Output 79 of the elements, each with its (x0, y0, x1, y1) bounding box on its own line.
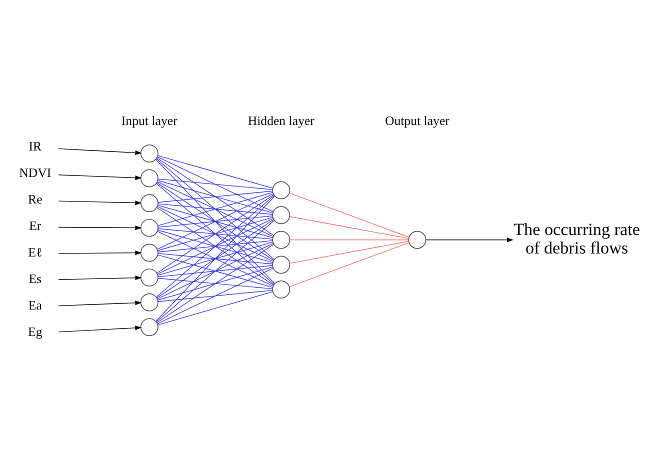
node-circle (140, 144, 158, 162)
connector (156, 219, 274, 298)
node-circle (408, 230, 426, 249)
node-circle (140, 244, 158, 262)
connector (156, 220, 274, 322)
node-text: Er (29, 219, 42, 234)
node-circle (140, 194, 158, 212)
connector (157, 243, 274, 300)
connector (157, 231, 274, 286)
connector (157, 193, 274, 250)
node-text: The occurring rate of debris flows (514, 220, 640, 258)
connector (156, 194, 274, 274)
node-circle (272, 280, 290, 299)
arrow (58, 226, 142, 230)
arrow (426, 238, 514, 242)
connector (158, 203, 273, 215)
connector (158, 178, 273, 190)
connector (156, 158, 274, 236)
arrow (58, 174, 142, 180)
connector (155, 158, 275, 284)
connector (158, 230, 274, 263)
node-circle (272, 256, 290, 274)
connector (156, 158, 274, 260)
connector (158, 278, 273, 290)
connector (158, 291, 274, 326)
arrow (58, 200, 142, 206)
connector (289, 242, 410, 288)
connector (158, 190, 273, 203)
label: Hidden layer (248, 114, 314, 128)
connector (158, 204, 274, 238)
node-text: IR (28, 139, 42, 154)
connector (157, 206, 274, 262)
arrow (58, 148, 142, 156)
node-circle (140, 293, 158, 312)
node-text: Eℓ (28, 246, 42, 260)
connector (289, 216, 409, 239)
connector (158, 290, 273, 302)
connector (158, 180, 274, 214)
connector (158, 240, 273, 252)
arrow (58, 250, 142, 256)
node-circle (140, 318, 158, 336)
connector (155, 196, 275, 322)
connector (158, 254, 274, 288)
connector (157, 218, 274, 274)
connector (157, 181, 274, 237)
connector (158, 216, 274, 251)
node-text: Es (28, 272, 42, 286)
node-text: Re (28, 192, 42, 207)
connector (158, 192, 274, 226)
arrow (58, 276, 142, 280)
connector (156, 182, 274, 261)
node-circle (140, 169, 158, 188)
connector (158, 266, 274, 300)
node-text: Ea (28, 298, 42, 313)
arrow (58, 326, 142, 332)
connector (156, 183, 274, 285)
connector (158, 242, 274, 276)
node-circle (140, 218, 158, 237)
connector (289, 241, 409, 264)
connector (156, 195, 274, 298)
node-text: Eg (28, 325, 42, 340)
connector (156, 244, 274, 324)
label: Output layer (384, 114, 450, 128)
connector (158, 228, 273, 240)
arrow (58, 300, 142, 306)
node-circle (272, 181, 290, 200)
connector (158, 216, 273, 228)
connector (157, 268, 274, 324)
node-circle (140, 268, 158, 287)
label: Input layer (121, 114, 178, 128)
node-circle (272, 206, 290, 224)
connector (158, 253, 273, 264)
connector (289, 192, 410, 238)
connector (158, 155, 274, 188)
node-text: NDVI (19, 166, 52, 180)
connector (156, 207, 274, 286)
node-circle (272, 230, 290, 249)
connector (157, 156, 274, 212)
connector (158, 265, 273, 278)
